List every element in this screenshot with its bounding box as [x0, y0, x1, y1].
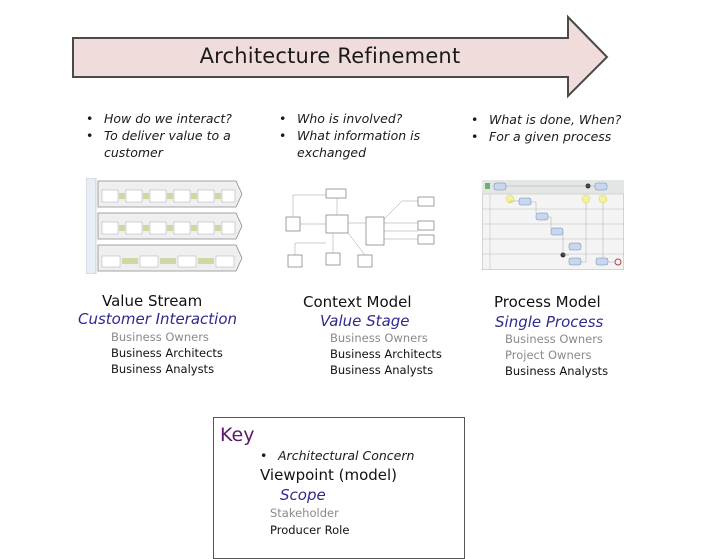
concern-item: Who is involved? — [277, 110, 457, 127]
roles-context-model: Business Owners Business Architects Busi… — [330, 330, 442, 378]
producer-role: Business Architects — [111, 346, 223, 360]
key-legend: Key Architectural Concern Viewpoint (mod… — [213, 417, 465, 559]
concerns-value-stream: How do we interact? To deliver value to … — [84, 110, 264, 161]
process-model-thumbnail — [482, 180, 624, 270]
lane-3 — [97, 244, 243, 272]
scope-value-stream: Customer Interaction — [78, 310, 237, 328]
viewpoint-name: Value Stream — [102, 292, 203, 310]
concerns-context-model: Who is involved? What information is exc… — [277, 110, 457, 161]
roles-value-stream: Business Owners Business Architects Busi… — [111, 329, 223, 377]
context-model-thumbnail — [282, 183, 440, 269]
concern-item: For a given process — [469, 128, 669, 145]
concern-item: What information is exchanged — [277, 127, 457, 161]
producer-role: Business Analysts — [111, 362, 215, 376]
roles-process-model: Business Owners Project Owners Business … — [505, 331, 608, 379]
value-stream-thumbnail — [86, 178, 246, 274]
key-title: Key — [220, 424, 255, 446]
stakeholder-role: Project Owners — [505, 348, 592, 362]
scope-label: Single Process — [495, 313, 604, 331]
key-viewpoint: Viewpoint (model) — [260, 466, 398, 484]
viewpoint-context-model: Context Model — [303, 293, 412, 311]
concern-item: What is done, When? — [469, 111, 669, 128]
concern-item: To deliver value to a customer — [84, 127, 264, 161]
arrow-shape — [72, 14, 609, 99]
key-scope: Scope — [280, 486, 326, 504]
key-stakeholder: Stakeholder — [270, 506, 339, 520]
viewpoint-name: Context Model — [303, 293, 412, 311]
viewpoint-name: Process Model — [494, 293, 601, 311]
scope-process-model: Single Process — [495, 313, 603, 331]
concerns-process-model: What is done, When? For a given process — [469, 111, 669, 145]
producer-role: Business Architects — [330, 347, 442, 361]
producer-role: Business Analysts — [505, 364, 609, 378]
scope-context-model: Value Stage — [320, 312, 410, 330]
viewpoint-value-stream: Value Stream — [102, 292, 202, 310]
key-concern: Architectural Concern — [258, 447, 458, 464]
scope-label: Value Stage — [320, 312, 410, 330]
stakeholder-role: Business Owners — [111, 330, 209, 344]
lane-2 — [97, 212, 243, 240]
architecture-refinement-arrow — [72, 14, 609, 99]
scope-label: Customer Interaction — [78, 310, 238, 328]
viewpoint-process-model: Process Model — [494, 293, 601, 311]
producer-role: Business Analysts — [330, 363, 434, 377]
lane-1 — [97, 180, 243, 208]
concern-item: How do we interact? — [84, 110, 264, 127]
stakeholder-role: Business Owners — [505, 332, 603, 346]
banner-title: Architecture Refinement — [199, 44, 461, 68]
key-concern-item: Architectural Concern — [258, 447, 458, 464]
stakeholder-role: Business Owners — [330, 331, 428, 345]
key-producer-role: Producer Role — [270, 523, 350, 537]
